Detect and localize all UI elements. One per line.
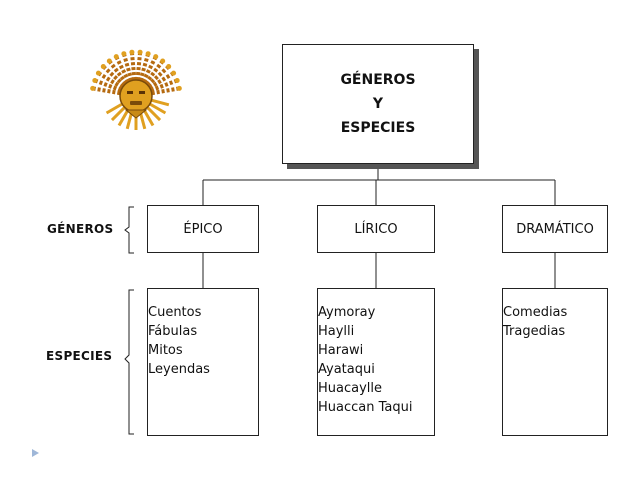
species-item: Fábulas: [148, 324, 198, 339]
root-line-1: GÉNEROS: [340, 72, 416, 88]
species-item: Harawi: [318, 343, 364, 358]
species-item: Huaccan Taqui: [318, 400, 413, 415]
species-item: Mitos: [148, 343, 183, 358]
species-item: Haylli: [318, 324, 355, 339]
genre-node-lirico: LÍRICO: [317, 205, 435, 253]
species-item: Aymoray: [318, 305, 376, 320]
species-item: Cuentos: [148, 305, 202, 320]
species-item: Ayataqui: [318, 362, 375, 377]
species-node-dramatico: Comedias Tragedias: [502, 288, 608, 436]
species-node-lirico: Aymoray Haylli Harawi Ayataqui Huacaylle…: [317, 288, 435, 436]
species-item: Huacaylle: [318, 381, 383, 396]
inca-sun-mask-icon: [90, 49, 182, 130]
species-node-epico: Cuentos Fábulas Mitos Leyendas: [147, 288, 259, 436]
species-item: Comedias: [503, 305, 568, 320]
species-item: Tragedias: [503, 324, 566, 339]
triangle-bullet-icon: [32, 449, 39, 457]
root-node: GÉNEROS Y ESPECIES: [282, 44, 474, 164]
root-line-2: Y: [372, 96, 384, 112]
root-line-3: ESPECIES: [340, 120, 416, 136]
row-label-generos: GÉNEROS: [47, 222, 114, 236]
species-item: Leyendas: [148, 362, 210, 377]
genre-node-epico: ÉPICO: [147, 205, 259, 253]
genre-node-dramatico: DRAMÁTICO: [502, 205, 608, 253]
row-label-especies: ESPECIES: [46, 349, 113, 363]
